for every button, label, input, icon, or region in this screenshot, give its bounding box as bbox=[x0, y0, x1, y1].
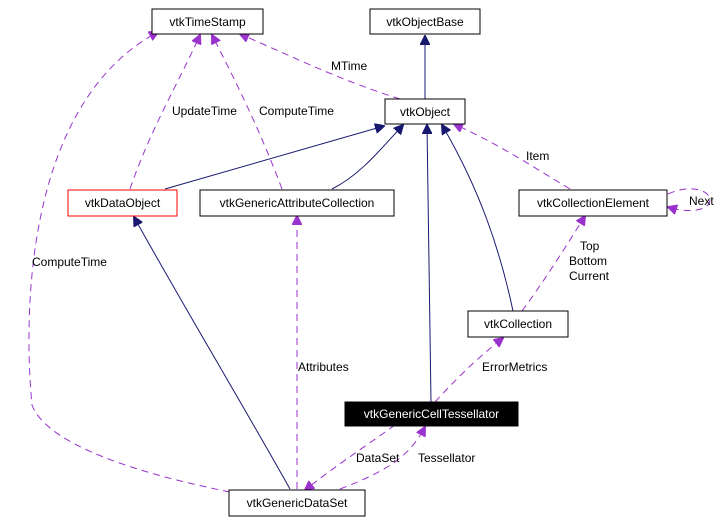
node-vtk-generic-cell-tessellator[interactable]: vtkGenericCellTessellator bbox=[344, 401, 519, 427]
edge-datasetgeneric-to-dataobject bbox=[134, 217, 291, 490]
edge-label-mtime: MTime bbox=[331, 59, 368, 73]
node-label-generic-cell-tessellator: vtkGenericCellTessellator bbox=[364, 407, 499, 421]
edge-label-tessellator: Tessellator bbox=[418, 451, 475, 465]
node-vtk-object[interactable]: vtkObject bbox=[384, 98, 466, 125]
edge-genericdataset-computetime-timestamp bbox=[28, 32, 231, 493]
node-label-generic-attribute-collection: vtkGenericAttributeCollection bbox=[220, 196, 375, 210]
edge-object-mtime-timestamp bbox=[240, 34, 401, 100]
edge-label-top: Top bbox=[580, 239, 600, 253]
edge-label-compute-time-attr: ComputeTime bbox=[259, 104, 334, 118]
edge-label-current: Current bbox=[569, 269, 610, 283]
node-label-time-stamp: vtkTimeStamp bbox=[169, 15, 246, 29]
edge-collectionelement-next-self bbox=[668, 188, 711, 211]
edge-attributecollection-to-object bbox=[331, 125, 403, 190]
node-vtk-data-object[interactable]: vtkDataObject bbox=[67, 189, 178, 217]
node-vtk-generic-attribute-collection[interactable]: vtkGenericAttributeCollection bbox=[199, 189, 395, 217]
edge-tessellator-to-object bbox=[427, 125, 431, 403]
node-label-data-object: vtkDataObject bbox=[85, 196, 161, 210]
node-vtk-collection[interactable]: vtkCollection bbox=[467, 310, 569, 338]
edge-label-update-time: UpdateTime bbox=[172, 104, 237, 118]
edge-genericdataset-tessellator-tessellator bbox=[339, 427, 425, 490]
node-vtk-collection-element[interactable]: vtkCollectionElement bbox=[518, 189, 668, 217]
edge-collection-topbottomcurrent-collectionelement bbox=[521, 216, 585, 312]
edge-dataobject-updatetime-timestamp bbox=[129, 35, 200, 190]
edge-dataobject-to-object bbox=[164, 126, 384, 190]
node-vtk-object-base[interactable]: vtkObjectBase bbox=[369, 8, 481, 35]
edge-tessellator-dataset-genericdataset bbox=[305, 424, 396, 490]
node-label-collection-element: vtkCollectionElement bbox=[537, 196, 650, 210]
edge-label-attributes: Attributes bbox=[298, 360, 349, 374]
edge-label-item: Item bbox=[526, 149, 549, 163]
node-label-object: vtkObject bbox=[400, 105, 451, 119]
edge-label-bottom: Bottom bbox=[569, 254, 607, 268]
edge-collection-to-object bbox=[442, 125, 514, 312]
edge-collectionelement-item-object bbox=[454, 124, 571, 190]
edge-attributecollection-computetime-timestamp bbox=[212, 35, 283, 190]
edge-label-data-set: DataSet bbox=[356, 451, 400, 465]
edge-label-compute-time-dataset: ComputeTime bbox=[32, 255, 107, 269]
node-label-generic-data-set: vtkGenericDataSet bbox=[247, 496, 348, 510]
edge-label-next: Next bbox=[689, 194, 714, 208]
node-vtk-time-stamp[interactable]: vtkTimeStamp bbox=[151, 8, 264, 35]
node-vtk-generic-data-set[interactable]: vtkGenericDataSet bbox=[228, 489, 366, 517]
node-label-collection: vtkCollection bbox=[484, 317, 552, 331]
node-label-object-base: vtkObjectBase bbox=[386, 15, 464, 29]
edge-label-error-metrics: ErrorMetrics bbox=[482, 360, 547, 374]
